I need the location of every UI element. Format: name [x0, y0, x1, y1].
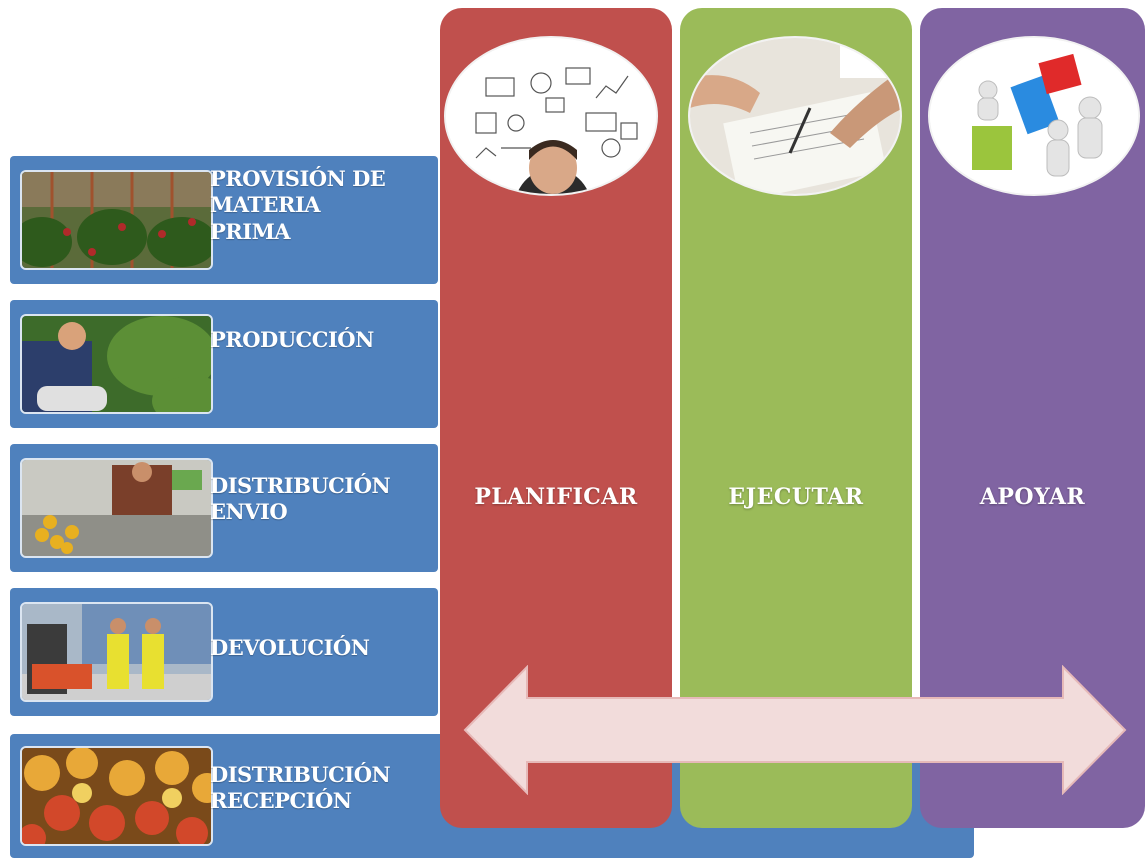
- rose-greenhouse-photo: [20, 170, 213, 270]
- column-ejecutar: EJECUTAR: [680, 8, 912, 828]
- column-apoyar: APOYAR: [920, 8, 1145, 828]
- row-label-distribucion-envio: DISTRIBUCIÓN ENVIO: [210, 473, 391, 526]
- row-label-line: PRODUCCIÓN: [210, 327, 374, 352]
- packing-line-photo: [20, 458, 213, 558]
- row-label-devolucion: DEVOLUCIÓN: [210, 635, 370, 661]
- row-label-distribucion-recepcion: DISTRIBUCIÓN RECEPCIÓN: [210, 762, 391, 815]
- row-label-produccion: PRODUCCIÓN: [210, 327, 374, 353]
- row-label-line: RECEPCIÓN: [210, 788, 352, 814]
- row-label-line: MATERIA: [210, 192, 321, 218]
- column-label-ejecutar: EJECUTAR: [728, 484, 864, 510]
- roses-closeup-photo: [20, 746, 213, 846]
- column-label-planificar: PLANIFICAR: [474, 484, 638, 510]
- row-label-line: PRIMA: [210, 218, 291, 244]
- row-label-line: DISTRIBUCIÓN: [210, 762, 391, 787]
- row-label-line: DEVOLUCIÓN: [210, 635, 370, 660]
- warehouse-forklift-photo: [20, 602, 213, 702]
- row-label-line: ENVIO: [210, 499, 288, 525]
- analytics-person-photo: [444, 36, 658, 196]
- row-label-line: PROVISIÓN DE: [210, 166, 386, 191]
- column-label-apoyar: APOYAR: [979, 484, 1086, 510]
- column-planificar: PLANIFICAR: [440, 8, 672, 828]
- double-headed-arrow-icon: [463, 665, 1127, 795]
- worker-harvesting-photo: [20, 314, 213, 414]
- row-label-line: DISTRIBUCIÓN: [210, 473, 391, 498]
- solution-blocks-photo: [928, 36, 1140, 196]
- row-label-provision: PROVISIÓN DE MATERIA PRIMA: [210, 166, 386, 245]
- meeting-hands-photo: [688, 36, 902, 196]
